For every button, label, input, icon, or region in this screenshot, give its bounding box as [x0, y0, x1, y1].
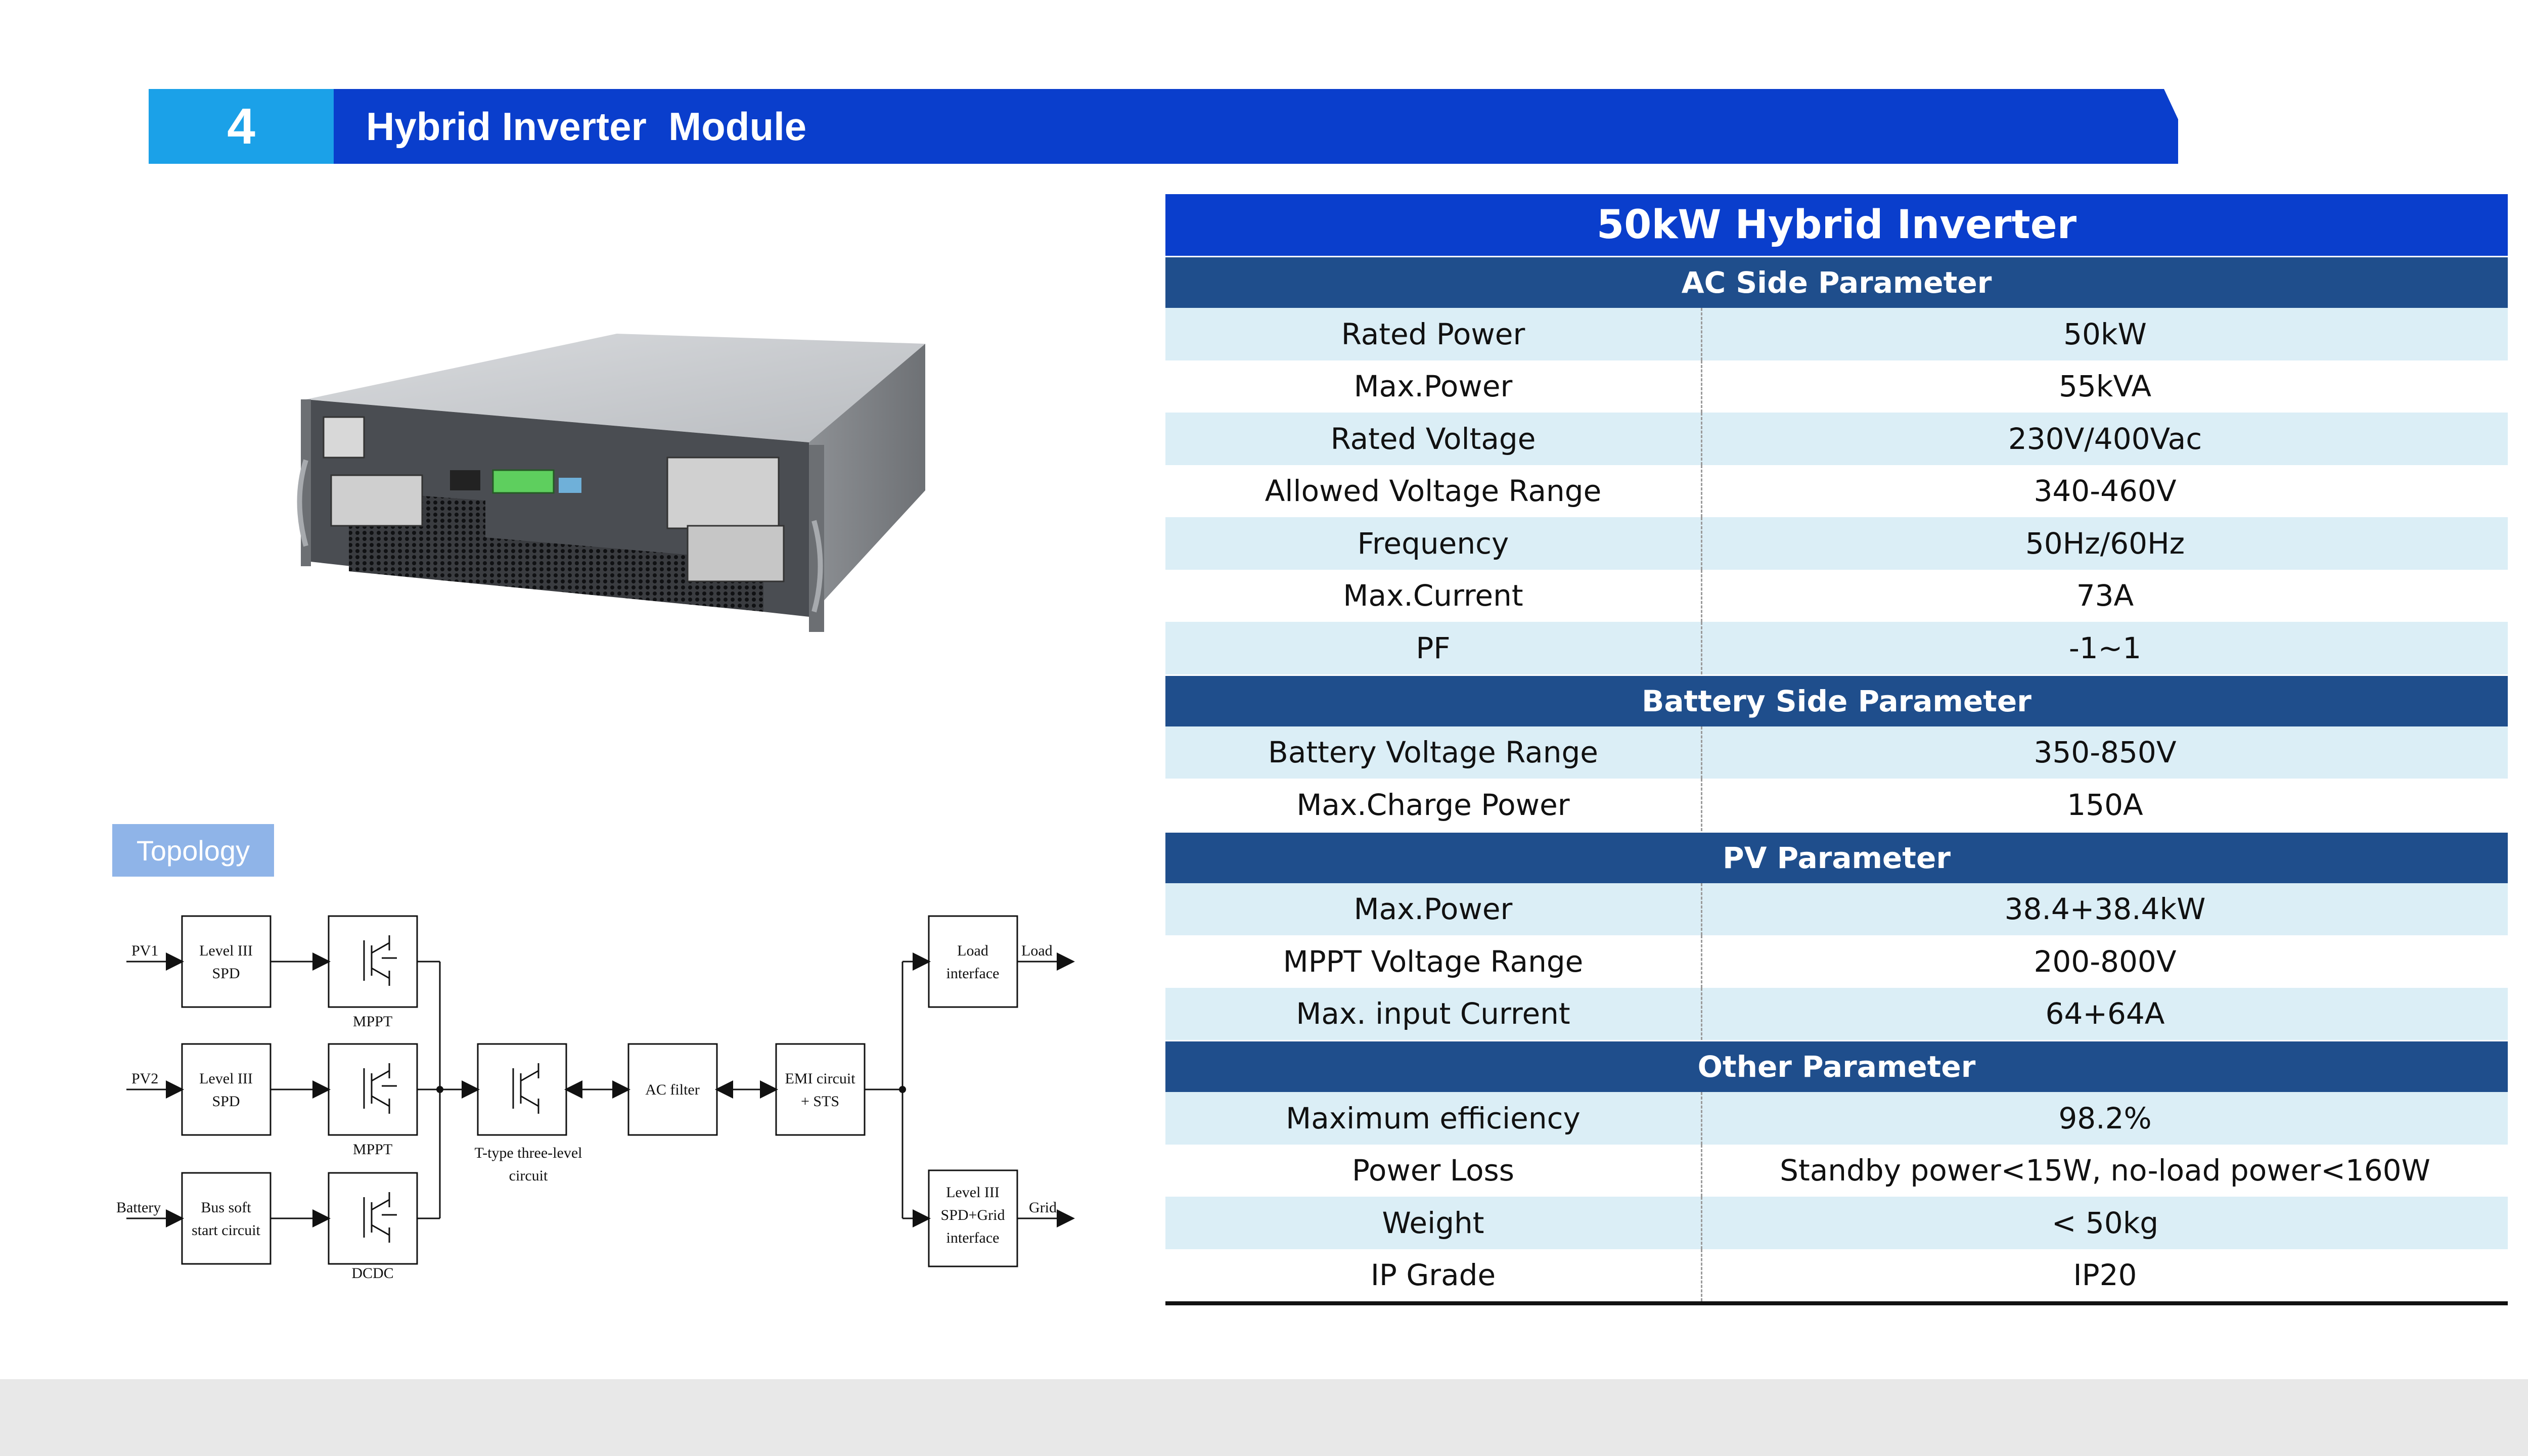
table-row: Max.Charge Power 150A — [1165, 779, 2508, 831]
section-header-ac: AC Side Parameter — [1165, 256, 2508, 308]
topology-diagram: PV1 PV2 Battery Level III SPD Level III … — [116, 915, 1075, 1279]
topo-load-a: Load — [957, 942, 988, 959]
section-header-pv: PV Parameter — [1165, 831, 2508, 883]
topo-mppt1: MPPT — [353, 1013, 392, 1030]
table-row: Max.Power 38.4+38.4kW — [1165, 883, 2508, 935]
topo-grid-c: interface — [946, 1230, 1000, 1246]
topo-pv1: PV1 — [131, 942, 158, 959]
topo-spd1-a: Level III — [199, 942, 253, 959]
table-row: Weight < 50kg — [1165, 1197, 2508, 1249]
table-row: Max.Power 55kVA — [1165, 360, 2508, 413]
row-value: 55kVA — [2058, 369, 2152, 404]
row-label: Frequency — [1165, 517, 1702, 570]
table-row: MPPT Voltage Range 200-800V — [1165, 935, 2508, 988]
row-value: Standby power<15W, no-load power<160W — [1780, 1153, 2430, 1188]
topology-tag: Topology — [112, 824, 274, 877]
topo-grid-out: Grid — [1029, 1199, 1057, 1216]
topo-dcdc: DCDC — [351, 1265, 393, 1279]
row-label: Rated Voltage — [1165, 413, 1702, 465]
row-value: 98.2% — [2058, 1101, 2152, 1135]
row-value: 50kW — [2063, 316, 2147, 351]
topo-pv2: PV2 — [131, 1070, 158, 1087]
topo-grid-a: Level III — [946, 1184, 1000, 1201]
spec-title: 50kW Hybrid Inverter — [1165, 194, 2508, 256]
topo-ttype-a: T-type three-level — [475, 1145, 582, 1161]
table-row: Allowed Voltage Range 340-460V — [1165, 465, 2508, 517]
row-label: PF — [1165, 622, 1702, 674]
table-row: Battery Voltage Range 350-850V — [1165, 726, 2508, 779]
section-header-battery: Battery Side Parameter — [1165, 674, 2508, 726]
page-title-bar: Hybrid Inverter Module — [334, 89, 2178, 164]
topo-spd2-a: Level III — [199, 1070, 253, 1087]
table-row: PF -1~1 — [1165, 622, 2508, 674]
topo-bus-b: start circuit — [192, 1222, 260, 1239]
row-value: 350-850V — [2034, 735, 2177, 770]
row-value: 200-800V — [2034, 944, 2177, 979]
row-value: -1~1 — [2068, 630, 2142, 665]
table-row: IP Grade IP20 — [1165, 1249, 2508, 1301]
topo-spd2-b: SPD — [212, 1093, 240, 1110]
table-row: Maximum efficiency 98.2% — [1165, 1092, 2508, 1145]
footer-band — [0, 1379, 2528, 1456]
row-label: MPPT Voltage Range — [1165, 935, 1702, 988]
row-value: 150A — [2067, 787, 2143, 822]
row-label: Max. input Current — [1165, 987, 1702, 1040]
row-label: Max.Charge Power — [1165, 779, 1702, 831]
row-label: Battery Voltage Range — [1165, 726, 1702, 779]
row-value: 38.4+38.4kW — [2004, 892, 2206, 927]
row-label: Power Loss — [1165, 1144, 1702, 1197]
table-row: Rated Power 50kW — [1165, 308, 2508, 360]
table-row: Rated Voltage 230V/400Vac — [1165, 413, 2508, 465]
topo-spd1-b: SPD — [212, 965, 240, 982]
table-row: Max.Current 73A — [1165, 569, 2508, 622]
topo-ttype-b: circuit — [509, 1167, 548, 1184]
topo-battery: Battery — [116, 1199, 161, 1216]
topo-grid-b: SPD+Grid — [941, 1207, 1005, 1223]
table-row: Max. input Current 64+64A — [1165, 987, 2508, 1040]
row-label: Max.Current — [1165, 569, 1702, 622]
row-label: Maximum efficiency — [1165, 1092, 1702, 1145]
section-number: 4 — [149, 89, 334, 164]
spec-table: 50kW Hybrid Inverter AC Side Parameter R… — [1165, 194, 2508, 1305]
row-label: Max.Power — [1165, 883, 1702, 935]
section-header-other: Other Parameter — [1165, 1040, 2508, 1092]
row-label: Weight — [1165, 1197, 1702, 1249]
table-row: Frequency 50Hz/60Hz — [1165, 517, 2508, 570]
topo-mppt2: MPPT — [353, 1141, 392, 1158]
topo-emi-a: EMI circuit — [785, 1070, 855, 1087]
inverter-product-image — [297, 334, 925, 632]
row-label: Max.Power — [1165, 360, 1702, 413]
table-row: Power Loss Standby power<15W, no-load pow… — [1165, 1144, 2508, 1197]
row-value: < 50kg — [2051, 1205, 2159, 1240]
row-label: IP Grade — [1165, 1249, 1702, 1301]
row-value: IP20 — [2073, 1258, 2137, 1293]
row-label: Allowed Voltage Range — [1165, 465, 1702, 517]
topo-emi-b: + STS — [801, 1093, 839, 1110]
page-title: Hybrid Inverter Module — [366, 104, 807, 149]
row-label: Rated Power — [1165, 308, 1702, 360]
row-value: 73A — [2076, 578, 2134, 613]
topo-acfilter: AC filter — [645, 1081, 699, 1098]
row-value: 50Hz/60Hz — [2025, 526, 2185, 561]
topo-bus-a: Bus soft — [201, 1199, 251, 1216]
topo-load-b: interface — [946, 965, 1000, 982]
row-value: 230V/400Vac — [2008, 421, 2202, 456]
row-value: 64+64A — [2045, 996, 2165, 1031]
topo-load-out: Load — [1021, 942, 1053, 959]
row-value: 340-460V — [2034, 474, 2177, 509]
